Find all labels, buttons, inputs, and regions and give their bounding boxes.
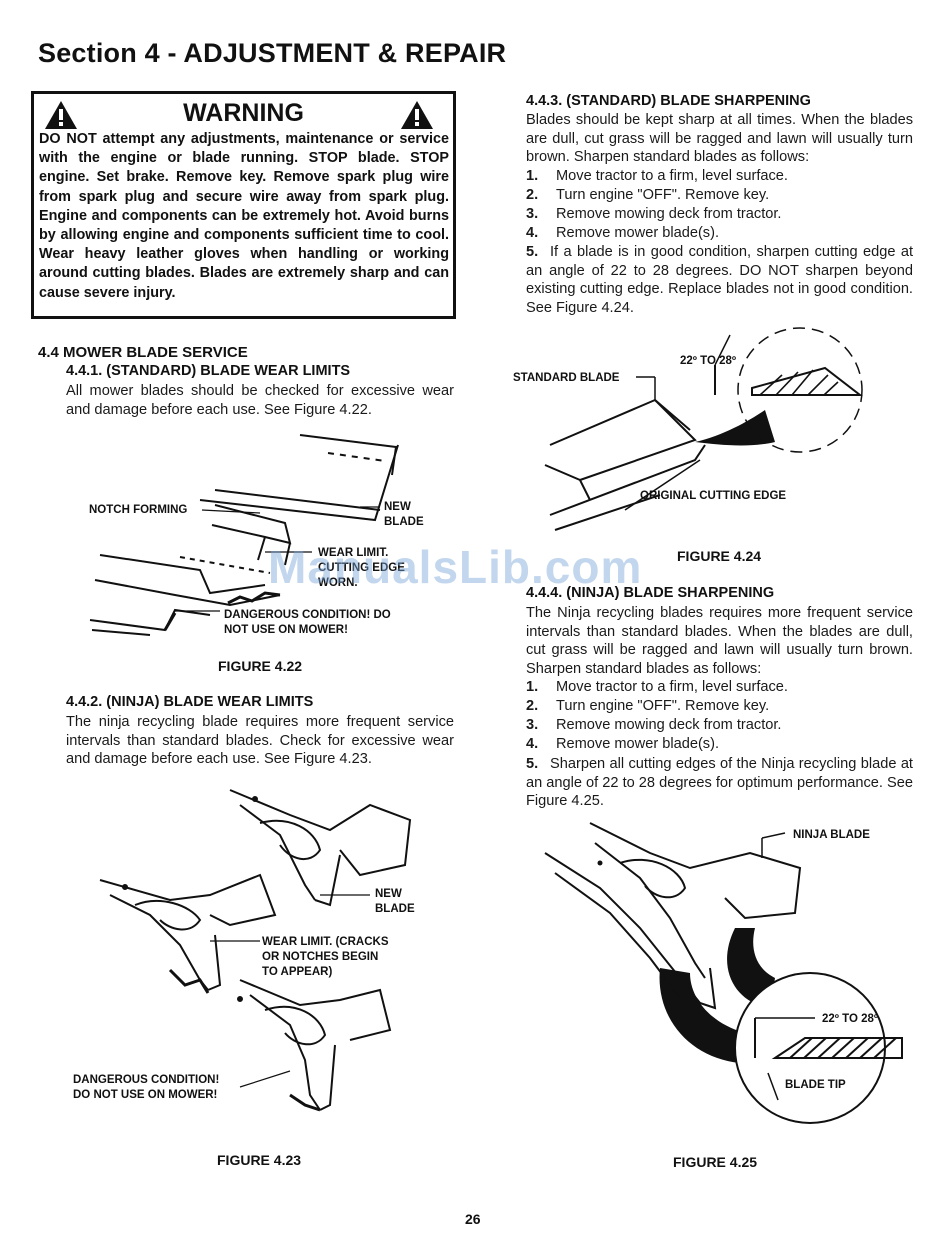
section-4-4-3-heading: 4.4.3. (STANDARD) BLADE SHARPENING <box>526 93 811 109</box>
fig-4-23-danger-label: DANGEROUS CONDITION!DO NOT USE ON MOWER! <box>73 1074 220 1101</box>
figure-4-24-drawing <box>544 327 863 531</box>
section-4-4-2-heading: 4.4.2. (NINJA) BLADE WEAR LIMITS <box>66 694 314 710</box>
figure-4-23-caption: FIGURE 4.23 <box>217 1152 302 1168</box>
fig-4-24-original-edge-label: ORIGINAL CUTTING EDGE <box>640 490 787 502</box>
watermark: ManualsLib.com <box>268 541 643 593</box>
section-4-4-3-intro: Blades should be kept sharp at all times… <box>526 112 913 166</box>
list-item: 4.Remove mower blade(s). <box>526 225 720 241</box>
section-4-4-4-intro: The Ninja recycling blades requires more… <box>526 605 913 678</box>
section-4-4-3-steps: 1.Move tractor to a firm, level surface.… <box>526 167 788 243</box>
section-4-4-1-heading: 4.4.1. (STANDARD) BLADE WEAR LIMITS <box>66 363 351 379</box>
section-4-4-3-step-5: 5.If a blade is in good condition, sharp… <box>526 244 913 317</box>
warning-triangle-icon <box>45 101 77 129</box>
warning-title: WARNING <box>183 99 304 127</box>
warning-triangle-icon <box>401 101 433 129</box>
section-4-4-4-heading: 4.4.4. (NINJA) BLADE SHARPENING <box>526 585 775 601</box>
list-item: 2.Turn engine "OFF". Remove key. <box>526 187 770 203</box>
fig-4-22-notch-label: NOTCH FORMING <box>89 504 188 516</box>
figure-4-25-caption: FIGURE 4.25 <box>673 1154 758 1170</box>
warning-box: WARNING DO NOT attempt any adjustments, … <box>31 91 456 319</box>
section-4-4-4-step-5: 5.Sharpen all cutting edges of the Ninja… <box>526 756 913 810</box>
list-item: 4.Remove mower blade(s). <box>526 736 720 752</box>
section-4-4-1-text: All mower blades should be checked for e… <box>66 383 454 418</box>
list-item: 3.Remove mowing deck from tractor. <box>526 717 782 733</box>
section-4-4-2-text: The ninja recycling blade requires more … <box>66 714 454 768</box>
page-number: 26 <box>465 1211 481 1227</box>
list-item: 1.Move tractor to a firm, level surface. <box>526 679 788 695</box>
fig-4-25-angle-label: 22º TO 28º <box>822 1013 879 1025</box>
section-4-4-heading: 4.4 MOWER BLADE SERVICE <box>38 344 248 361</box>
fig-4-25-blade-tip-label: BLADE TIP <box>785 1079 846 1091</box>
figure-4-25-drawing <box>544 822 903 1124</box>
warning-text: DO NOT attempt any adjustments, maintena… <box>39 131 449 301</box>
section-4-4-4-steps: 1.Move tractor to a firm, level surface.… <box>526 678 788 754</box>
figure-4-24-caption: FIGURE 4.24 <box>677 548 762 564</box>
list-item: 1.Move tractor to a firm, level surface. <box>526 168 788 184</box>
fig-4-24-standard-blade-label: STANDARD BLADE <box>513 372 620 384</box>
list-item: 3.Remove mowing deck from tractor. <box>526 206 782 222</box>
figure-4-22-drawing <box>89 434 399 636</box>
list-item: 2.Turn engine "OFF". Remove key. <box>526 698 770 714</box>
figure-4-23-drawing <box>99 789 412 1112</box>
fig-4-24-angle-label: 22º TO 28º <box>680 355 737 367</box>
figure-4-22-caption: FIGURE 4.22 <box>218 658 303 674</box>
section-title: Section 4 - ADJUSTMENT & REPAIR <box>38 38 507 68</box>
fig-4-25-ninja-blade-label: NINJA BLADE <box>793 829 870 841</box>
warning-header: WARNING <box>34 98 453 129</box>
